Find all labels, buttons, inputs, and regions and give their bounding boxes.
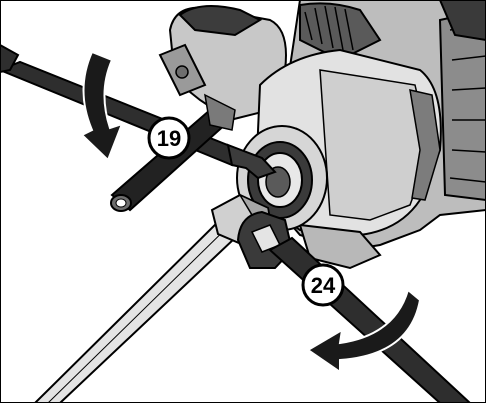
handle-grip bbox=[158, 5, 287, 122]
callout-24-label: 24 bbox=[311, 273, 336, 298]
curved-arrow-counterclockwise-icon bbox=[80, 50, 124, 162]
callout-24: 24 bbox=[301, 263, 345, 307]
callout-19-label: 19 bbox=[157, 126, 181, 151]
mixing-paddle-shaft bbox=[33, 193, 274, 403]
callout-19: 19 bbox=[147, 116, 191, 160]
curved-arrow-clockwise-icon bbox=[306, 288, 422, 374]
